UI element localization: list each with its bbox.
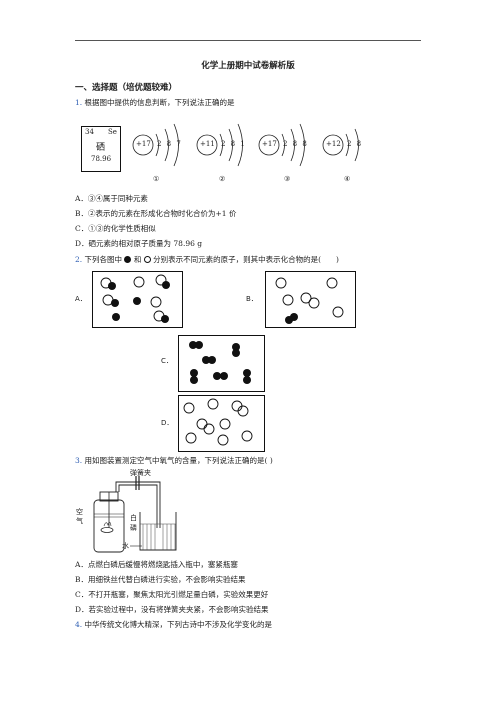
- element-card: 34 Se 硒 78.96: [81, 126, 121, 172]
- option-d-label: D．: [161, 419, 174, 427]
- option-a-label: A．: [75, 295, 87, 303]
- atom-label: ①: [153, 175, 160, 183]
- question-text: 中华传统文化博大精深，下列古诗中不涉及化学变化的是: [84, 620, 273, 629]
- filled-atom-icon: [124, 256, 132, 263]
- option-d: D．若实验过程中，没有将弹簧夹夹紧，不会影响实验结果: [75, 605, 269, 614]
- element-name: 硒: [96, 143, 106, 153]
- option-b: B．用细铁丝代替白磷进行实验，不会影响实验结果: [75, 575, 246, 584]
- option-c: C．①③的化学性质相似: [75, 224, 156, 233]
- question-text: 下列各图中: [84, 255, 123, 264]
- clip-label: 弹簧夹: [130, 469, 151, 477]
- shell-electrons: 2 8 1: [221, 140, 245, 148]
- atom-label: ③: [284, 175, 291, 183]
- atomic-number: 34: [85, 128, 94, 136]
- question-number: 2.: [75, 255, 83, 264]
- particle-box-b: [265, 271, 356, 328]
- atom-label: ④: [344, 175, 351, 183]
- question-text: 用如图装置测定空气中氧气的含量，下列说法正确的是( ): [84, 456, 273, 465]
- element-symbol: Se: [108, 128, 117, 136]
- question-text: 分别表示不同元素的原子，则其中表示化合物的是( ): [153, 255, 339, 264]
- question-number: 1.: [75, 98, 83, 107]
- particle-box-d: [178, 395, 265, 452]
- question-4-stem: 4. 中华传统文化博大精深，下列古诗中不涉及化学变化的是: [75, 620, 272, 630]
- option-c-label: C．: [161, 357, 173, 365]
- option-a: A．③④属于同种元素: [75, 194, 148, 203]
- question-2-stem: 2. 下列各图中 和 分别表示不同元素的原子，则其中表示化合物的是( ): [75, 255, 339, 265]
- atom-label: ②: [219, 175, 226, 183]
- shell-electrons: 2 8: [347, 140, 362, 148]
- page-title: 化学上册期中试卷解析版: [201, 61, 295, 71]
- particle-diagram-c: [189, 341, 251, 384]
- particle-box-c: [178, 335, 265, 392]
- option-c: C．不打开瓶塞，聚焦太阳光引燃足量白磷，实验效果更好: [75, 590, 269, 599]
- hollow-atom-icon: [143, 256, 151, 263]
- option-d: D．硒元素的相对原子质量为 78.96 g: [75, 239, 203, 248]
- particle-box-a: [92, 271, 183, 328]
- water-label: 水: [122, 542, 129, 550]
- particle-diagram-a: [100, 274, 170, 323]
- phosphorus-label: 白磷: [130, 514, 137, 532]
- nucleus-charge: +12: [326, 140, 341, 148]
- section-heading: 一、选择题（培优题较难）: [75, 83, 178, 93]
- question-3-stem: 3. 用如图装置测定空气中氧气的含量，下列说法正确的是( ): [75, 456, 273, 466]
- option-a: A．点燃白磷后缓慢将燃烧匙插入瓶中，塞紧瓶塞: [75, 560, 238, 569]
- particle-diagram-b: [275, 277, 344, 324]
- option-b: B．②表示的元素在形成化合物时化合价为+1 价: [75, 209, 237, 218]
- header-rule: [75, 40, 421, 41]
- shell-electrons: 2 8 8: [283, 140, 307, 148]
- question-text: 根据图中提供的信息判断，下列说法正确的是: [84, 98, 235, 107]
- nucleus-charge: +17: [136, 140, 151, 148]
- question-text: 和: [133, 255, 142, 264]
- particle-diagram-d: [183, 398, 253, 446]
- air-label: 空气: [76, 508, 83, 525]
- nucleus-charge: +11: [200, 140, 215, 148]
- nucleus-charge: +17: [262, 140, 277, 148]
- question-1-stem: 1. 根据图中提供的信息判断，下列说法正确的是: [75, 98, 235, 108]
- question-number: 3.: [75, 456, 83, 465]
- shell-electrons: 2 8 7: [157, 140, 181, 148]
- atomic-mass: 78.96: [91, 155, 112, 163]
- option-b-label: B．: [246, 295, 258, 303]
- question-number: 4.: [75, 620, 83, 629]
